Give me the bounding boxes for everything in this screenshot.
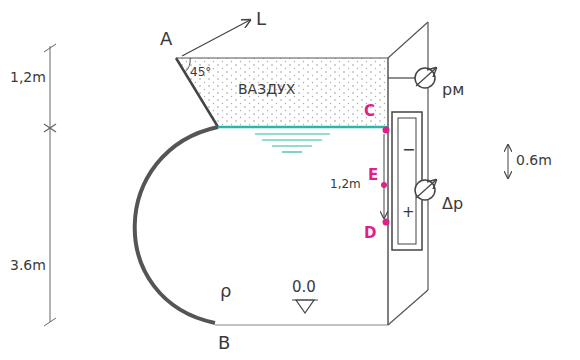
region-label: ВАЗДУХ bbox=[238, 82, 295, 96]
sign-label: + bbox=[402, 205, 415, 220]
point-label: C bbox=[364, 104, 375, 119]
dimension-label: 3.6m bbox=[10, 258, 46, 272]
datum-label: 0.0 bbox=[292, 280, 316, 295]
angle-label: 45° bbox=[190, 66, 211, 78]
point-label: E bbox=[368, 168, 378, 183]
dimension-label: 1,2m bbox=[330, 178, 361, 190]
point-label: A bbox=[160, 30, 172, 48]
sign-label: − bbox=[402, 142, 415, 158]
dimension-label: 0.6m bbox=[516, 153, 552, 167]
point-label: D bbox=[364, 226, 376, 241]
dimension-label: 1,2m bbox=[10, 70, 46, 84]
gauge-label: Δp bbox=[442, 196, 463, 212]
dimension-label: L bbox=[256, 10, 266, 28]
density-label: ρ bbox=[220, 282, 231, 300]
point-label: B bbox=[218, 334, 230, 352]
gauge-label: pм bbox=[442, 82, 464, 98]
